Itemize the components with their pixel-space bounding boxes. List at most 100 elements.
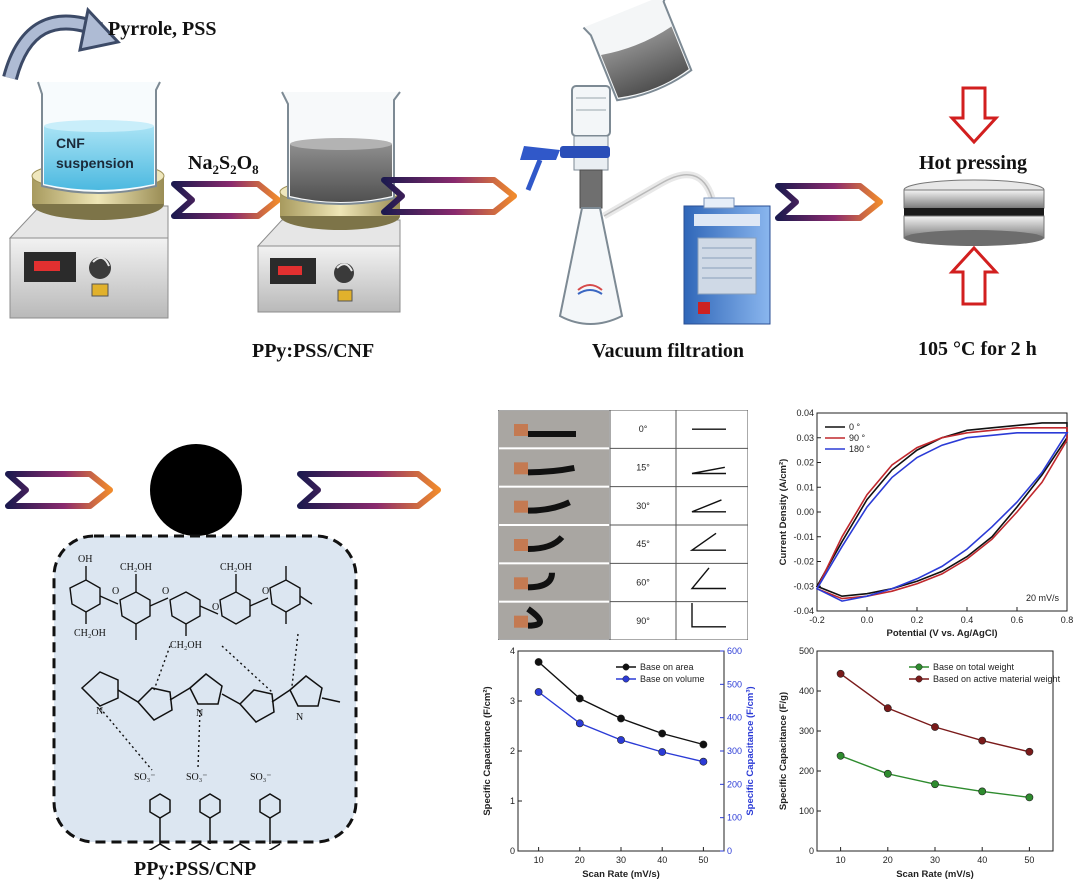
rate1-series-0-point-1 — [575, 694, 584, 703]
rate2-series-0-point-1 — [883, 769, 892, 778]
beaker-ppy-pss-cnf — [281, 91, 401, 205]
bend-strip-4 — [527, 572, 555, 591]
bend-strip-3 — [527, 535, 565, 552]
rate1-xtick-label: 30 — [616, 855, 626, 865]
bend-angle-label-3: 45° — [636, 539, 650, 549]
cv-ytick-label: 0.02 — [796, 458, 814, 468]
pss-chain — [148, 793, 281, 850]
rate1-series-0-point-3 — [658, 729, 667, 738]
nh-label: N — [296, 712, 303, 723]
rate2-series-1-point-2 — [931, 723, 939, 731]
bend-sketch-5 — [691, 603, 726, 628]
oxygen-label-2: O — [162, 586, 169, 597]
bend-sketch-1 — [691, 466, 726, 475]
bend-clamp-5 — [514, 615, 528, 628]
ch2oh-label-4: CH₂OH — [170, 640, 202, 651]
cnf-label-line1: CNF — [56, 135, 85, 151]
bend-sketch-3 — [689, 532, 726, 551]
polypyrrole-chain — [80, 671, 341, 723]
hot-pressing-label: Hot pressing — [919, 152, 1027, 174]
cv-xlabel: Potential (V vs. Ag/AgCl) — [886, 628, 997, 639]
rate1-series-1-point-2 — [617, 736, 625, 744]
cv-series-2 — [815, 432, 1069, 602]
hydrogen-bonds — [99, 633, 299, 771]
process-arrow-2-icon — [381, 177, 517, 215]
rate1-xlabel: Scan Rate (mV/s) — [582, 869, 660, 880]
vacuum-pump — [683, 197, 771, 325]
pour-arrow-icon — [2, 6, 121, 81]
ch2oh-label-1: CH₂OH — [120, 562, 152, 573]
rate2-series-0-point-3 — [978, 787, 987, 796]
bend-clamp-3 — [514, 539, 528, 551]
cv-ytick-label: -0.03 — [793, 581, 814, 591]
rate2-ylabel: Specific Capacitance (F/g) — [778, 692, 789, 810]
rate2-legend-label-0: Base on total weight — [933, 662, 1015, 672]
process-illustration: CNF suspension — [2, 0, 1045, 325]
cnf-label-line2: suspension — [56, 155, 134, 171]
hydroxyl-label: OH — [78, 554, 92, 565]
rate1-xtick-label: 20 — [575, 855, 585, 865]
rate1-series-1-point-3 — [658, 748, 667, 756]
rate2-series-1-point-1 — [883, 704, 892, 713]
rate1-plot-frame — [517, 650, 725, 852]
n-label-2: N — [196, 708, 203, 719]
cv-xtick-label: 0.8 — [1061, 615, 1074, 625]
rate2-xtick-label: 30 — [930, 855, 940, 865]
cv-xtick-label: -0.2 — [809, 615, 825, 625]
rate1-series-1-point-0 — [534, 688, 543, 696]
bend-angle-label-0: 0° — [639, 424, 648, 434]
rate2-ytick-label: 0 — [809, 846, 814, 856]
cv-legend-label-2: 180 ° — [849, 444, 871, 454]
cv-legend-label-1: 90 ° — [849, 433, 866, 443]
rate1-ytick-label: 3 — [510, 696, 515, 706]
bend-sketch-2 — [691, 499, 726, 513]
oxidant-label: Na2S2O8 — [188, 152, 259, 177]
rate1-ytick-right-label: 300 — [727, 746, 742, 756]
rate1-legend-marker-0 — [622, 663, 630, 671]
rate1-ytick-right-label: 400 — [727, 713, 742, 723]
cv-ytick-label: 0.00 — [796, 507, 814, 517]
rate1-ytick-right-label: 100 — [727, 813, 742, 823]
vacuum-filtration-apparatus — [520, 85, 716, 325]
cv-xtick-label: 0.6 — [1011, 615, 1024, 625]
rate1-ytick-right-label: 600 — [727, 646, 742, 656]
n-label-1: N — [96, 706, 103, 717]
vacuum-filtration-label: Vacuum filtration — [592, 340, 745, 362]
rate1-ylabel: Specific Capacitance (F/cm²) — [482, 686, 493, 815]
rate1-series-1-point-1 — [575, 719, 584, 728]
rate1-xtick-label: 10 — [534, 855, 544, 865]
film-disk — [150, 444, 242, 536]
cv-legend-label-0: 0 ° — [849, 422, 861, 432]
rate1-series-0-point-4 — [699, 740, 708, 749]
so3-label-2: SO₃⁻ — [186, 772, 208, 783]
rate1-ytick-label: 2 — [510, 746, 515, 756]
rate2-series-0-point-2 — [931, 780, 939, 789]
pyrrole-n-labels: N N N — [96, 706, 303, 723]
bend-angle-label-5: 90° — [636, 616, 650, 626]
bend-strip-2 — [527, 499, 571, 514]
hot-pressing-condition-label: 105 °C for 2 h — [918, 338, 1037, 360]
so3-label-3: SO₃⁻ — [250, 772, 272, 783]
rate2-xlabel: Scan Rate (mV/s) — [896, 869, 974, 880]
rate2-plot-frame — [816, 650, 1054, 852]
process-arrow-1-icon — [171, 181, 281, 219]
rate2-series-0-point-4 — [1025, 793, 1034, 802]
rate1-series-0-point-0 — [534, 658, 543, 666]
rate1-legend-label-1: Base on volume — [640, 674, 705, 684]
rate1-series-1-point-4 — [699, 757, 708, 766]
so3-label-1: SO₃⁻ — [134, 772, 156, 783]
bend-clamp-2 — [514, 500, 528, 513]
ppy-pss-cnf-label: PPy:PSS/CNF — [252, 340, 375, 362]
rate2-xtick-label: 40 — [977, 855, 987, 865]
rate2-ytick-label: 300 — [799, 726, 814, 736]
press-down-arrow-icon — [948, 86, 1000, 145]
cv-xtick-label: 0.2 — [911, 615, 924, 625]
pyrrole-pss-label: Pyrrole, PSS — [108, 18, 217, 40]
rate2-series-1-point-4 — [1025, 747, 1034, 756]
ch2oh-label-3: CH₂OH — [74, 628, 106, 639]
bend-clamp-4 — [514, 577, 528, 590]
cv-xtick-label: 0.4 — [961, 615, 974, 625]
rate2-legend-label-1: Based on active material weight — [933, 674, 1061, 684]
rate2-series-1-point-3 — [978, 736, 987, 745]
